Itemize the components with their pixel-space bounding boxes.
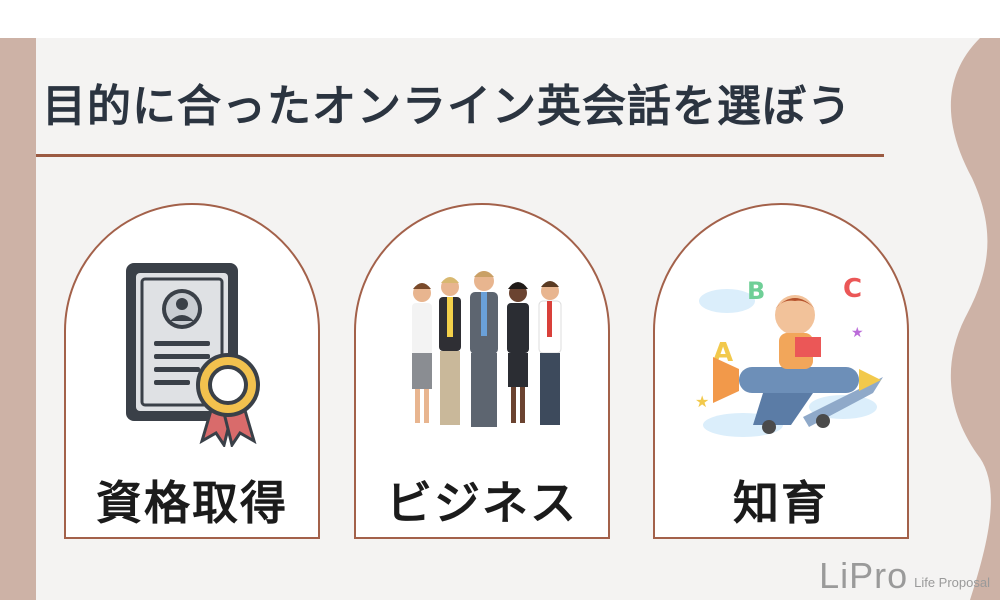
logo-sub-text: Life Proposal	[914, 575, 990, 590]
svg-text:★: ★	[851, 325, 864, 341]
svg-text:B: B	[747, 277, 765, 305]
business-people-icon	[412, 271, 562, 427]
card-label-business: ビジネス	[386, 476, 578, 530]
svg-text:★: ★	[695, 392, 709, 411]
right-wave-decor	[950, 38, 1000, 600]
card-label-qualification: 資格取得	[96, 476, 288, 530]
svg-text:C: C	[843, 274, 862, 304]
lipro-logo: LiPro Life Proposal	[819, 558, 990, 594]
left-decor-band	[0, 38, 36, 600]
title-divider	[36, 154, 884, 157]
certificate-icon	[126, 263, 260, 447]
card-education: A B C ★ ★ 知育	[653, 203, 909, 539]
card-label-education: 知育	[733, 476, 829, 530]
card-qualification: 資格取得	[64, 203, 320, 539]
child-on-plane-icon: A B C ★ ★	[695, 274, 883, 437]
logo-main-text: LiPro	[819, 555, 909, 596]
card-business: ビジネス	[354, 203, 610, 539]
page-title: 目的に合ったオンライン英会話を選ぼう	[42, 81, 852, 132]
